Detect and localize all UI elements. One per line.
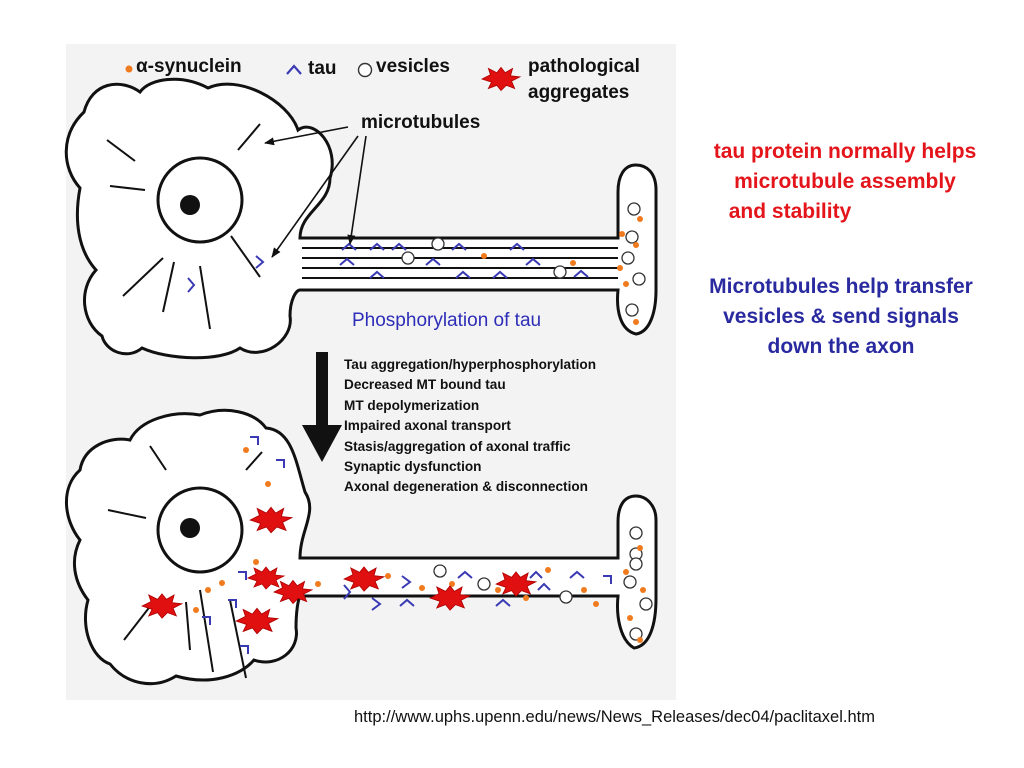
top-axon-microtubules: [302, 247, 618, 279]
tau-role-line: microtubule assembly: [734, 170, 956, 193]
microtubule-role-note: Microtubules help transfer vesicles & se…: [660, 272, 1022, 362]
legend-alpha-synuclein-dot: [125, 65, 133, 73]
legend-vesicles-label: vesicles: [376, 56, 450, 77]
effect-item: Impaired axonal transport: [344, 418, 511, 434]
legend-aggregate-icon: [481, 67, 521, 91]
legend-vesicle-icon: [357, 62, 373, 78]
source-url: http://www.uphs.upenn.edu/news/News_Rele…: [354, 708, 875, 726]
top-nucleolus: [180, 195, 200, 215]
legend-tau-icon: [286, 64, 302, 75]
legend-aggregates-label: aggregates: [528, 82, 630, 103]
legend-pathological-label: pathological: [528, 56, 640, 77]
effect-item: Tau aggregation/hyperphosphorylation: [344, 357, 597, 372]
tau-role-line: and stability: [728, 200, 852, 223]
mt-role-line: vesicles & send signals: [723, 305, 959, 328]
effect-item: Axonal degeneration & disconnection: [344, 479, 588, 495]
effect-item: Stasis/aggregation of axonal traffic: [344, 438, 571, 454]
top-nucleus: [156, 156, 244, 244]
top-tau-marks: [187, 242, 589, 293]
bottom-nucleus: [156, 486, 244, 574]
legend-tau-label: tau: [308, 58, 337, 79]
legend-alpha-synuclein-label: α-synuclein: [136, 56, 242, 77]
bottom-neuron-outline: [65, 408, 658, 686]
phosphorylation-label: Phosphorylation of tau: [352, 310, 542, 331]
top-soma-microtubules: [106, 123, 261, 330]
tau-role-note: tau protein normally helps microtubule a…: [660, 137, 1024, 227]
top-neuron-outline: [64, 77, 658, 360]
mt-role-line: down the axon: [767, 335, 915, 358]
microtubules-label: microtubules: [361, 112, 481, 133]
effect-item: Synaptic dysfunction: [344, 459, 482, 475]
microtubules-pointers: [264, 126, 367, 258]
tau-role-line: tau protein normally helps: [713, 140, 977, 163]
top-alpha-synuclein-dots: [481, 216, 643, 325]
mt-role-line: Microtubules help transfer: [709, 275, 973, 298]
transition-arrow-icon: [302, 352, 342, 462]
effect-item: Decreased MT bound tau: [344, 377, 506, 393]
bottom-tau-fragments: [202, 436, 612, 654]
effects-list: Tau aggregation/hyperphosphorylation Dec…: [344, 355, 596, 498]
bottom-vesicles: [433, 526, 653, 641]
top-vesicles: [401, 202, 646, 317]
bottom-nucleolus: [180, 518, 200, 538]
effect-item: MT depolymerization: [344, 397, 480, 413]
